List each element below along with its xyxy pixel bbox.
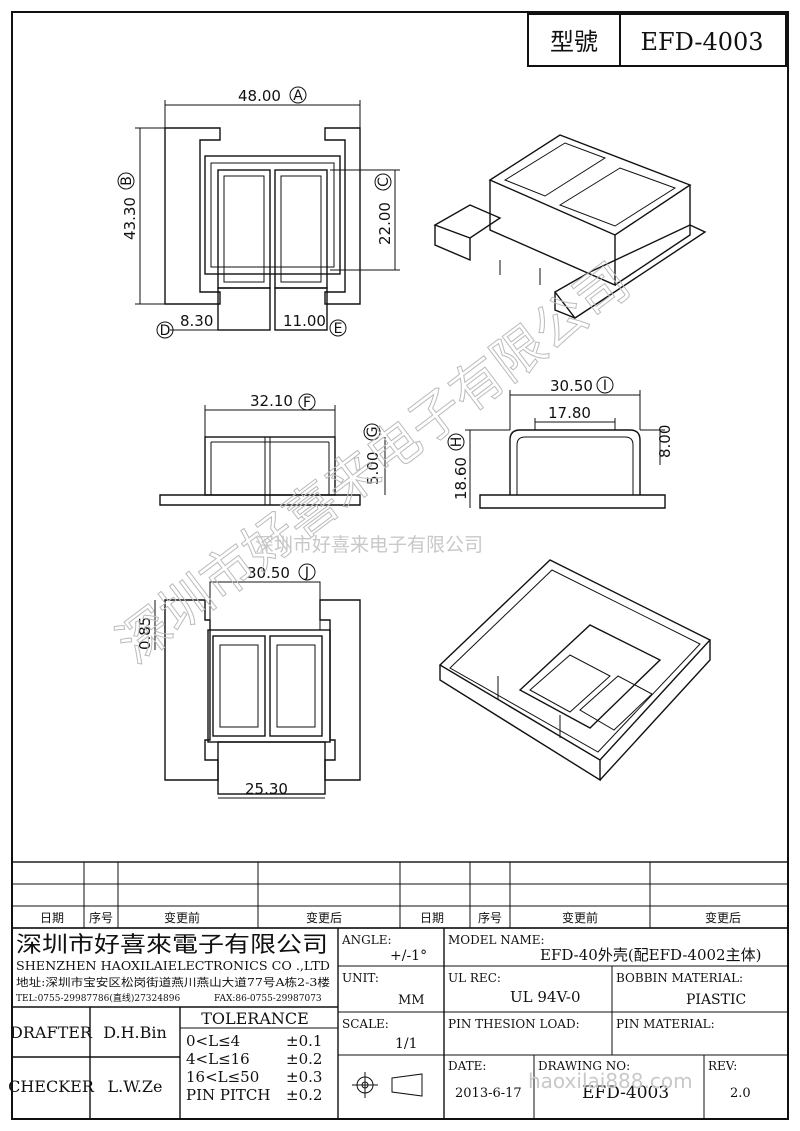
dim-h-letter: H xyxy=(449,437,465,448)
iso-view-top xyxy=(433,134,707,319)
checker-label: CHECKER xyxy=(8,1077,95,1096)
rev-header-after-1: 变更后 xyxy=(306,910,342,925)
model-name-label: MODEL NAME: xyxy=(448,933,545,947)
top-view: 48.00 A 43.30 B 22.00 C D 8.30 11.00 E xyxy=(117,86,400,339)
rev-header-before-1: 变更前 xyxy=(164,910,200,925)
dim-f-letter: F xyxy=(303,395,311,411)
drafter-value: D.H.Bin xyxy=(103,1023,167,1042)
dim-i-letter: I xyxy=(603,378,607,394)
rev-value: 2.0 xyxy=(730,1086,751,1101)
dim-e-value: 11.00 xyxy=(283,312,326,330)
tol-range-2: 4<L≤16 xyxy=(186,1050,250,1068)
model-box: 型號 EFD-4003 xyxy=(527,13,787,67)
rev-header-seq-2: 序号 xyxy=(478,910,502,925)
drawing-no-label: DRAWING NO: xyxy=(538,1059,630,1073)
dim-g-value: 5.00 xyxy=(364,452,382,485)
drawing-no-value: EFD-4003 xyxy=(582,1083,669,1103)
tol-value-3: ±0.3 xyxy=(286,1068,322,1086)
dim-c-letter: C xyxy=(376,177,392,187)
dim-a-value: 48.00 xyxy=(238,87,281,105)
watermark-small: 深圳市好喜来电子有限公司 xyxy=(255,534,483,556)
date-value: 2013-6-17 xyxy=(455,1086,522,1101)
angle-label: ANGLE: xyxy=(341,933,392,947)
tolerance-label: TOLERANCE xyxy=(201,1009,309,1028)
dim-c-value: 22.00 xyxy=(376,202,394,245)
dim-j-value: 30.50 xyxy=(247,564,290,582)
revision-table: 日期 序号 变更前 变更后 日期 序号 变更前 变更后 xyxy=(11,861,789,929)
tol-value-4: ±0.2 xyxy=(286,1086,322,1104)
date-label: DATE: xyxy=(448,1059,486,1073)
ul-rec-label: UL REC: xyxy=(448,971,501,985)
pin-tension-label: PIN THESION LOAD: xyxy=(448,1017,580,1031)
dim-g-letter: G xyxy=(365,427,381,438)
dim-b-letter: B xyxy=(119,176,135,186)
unit-value: MM xyxy=(398,993,425,1008)
title-block: 深圳市好喜來電子有限公司 SHENZHEN HAOXILAIELECTRONIC… xyxy=(8,927,789,1120)
tol-value-2: ±0.2 xyxy=(286,1050,322,1068)
front-view: 32.10 F 5.00 G xyxy=(159,392,386,506)
dim-2530: 25.30 xyxy=(245,780,288,798)
scale-label: SCALE: xyxy=(342,1017,389,1031)
pin-material-label: PIN MATERIAL: xyxy=(616,1017,715,1031)
dim-b-value: 43.30 xyxy=(121,197,139,240)
tol-range-3: 16<L≤50 xyxy=(186,1068,259,1086)
company-name-en: SHENZHEN HAOXILAIELECTRONICS CO .,LTD xyxy=(16,959,330,973)
rev-header-after-2: 变更后 xyxy=(705,910,741,925)
tol-range-1: 0<L≤4 xyxy=(186,1032,240,1050)
rev-header-seq-1: 序号 xyxy=(89,910,113,925)
dim-d-value: 8.30 xyxy=(180,312,213,330)
company-name-cn: 深圳市好喜來電子有限公司 xyxy=(16,933,328,958)
dim-height8: 8.00 xyxy=(656,425,674,458)
bobbin-label: BOBBIN MATERIAL: xyxy=(616,971,743,985)
drafter-label: DRAFTER xyxy=(10,1023,93,1042)
model-label: 型號 xyxy=(550,28,598,56)
model-name-value: EFD-40外壳(配EFD-4002主体) xyxy=(540,946,761,964)
rev-header-date-2: 日期 xyxy=(420,911,444,925)
company-address: 地址:深圳市宝安区松岗街道燕川燕山大道77号A栋2-3楼 xyxy=(16,975,330,989)
scale-value: 1/1 xyxy=(395,1036,418,1052)
dim-f-value: 32.10 xyxy=(250,392,293,410)
unit-label: UNIT: xyxy=(342,971,379,985)
company-fax: FAX:86-0755-29987073 xyxy=(214,994,322,1004)
dim-085: 0.85 xyxy=(136,617,154,650)
dim-j-letter: J xyxy=(304,565,309,581)
rev-label: REV: xyxy=(708,1059,737,1073)
dim-d-letter: D xyxy=(160,323,171,339)
company-tel: TEL:0755-29987786(直线)27324896 xyxy=(16,992,180,1004)
dim-inner: 17.80 xyxy=(548,404,591,422)
dim-a-letter: A xyxy=(293,88,303,104)
bottom-view: 30.50 J 0.85 25.30 xyxy=(136,563,361,799)
watermark-url: haoxilai888.com xyxy=(528,1069,693,1093)
checker-value: L.W.Ze xyxy=(107,1077,162,1096)
rev-header-before-2: 变更前 xyxy=(562,910,598,925)
model-value: EFD-4003 xyxy=(640,28,763,56)
rev-header-date-1: 日期 xyxy=(40,911,64,925)
dim-i-value: 30.50 xyxy=(550,377,593,395)
side-view: 17.80 30.50 I 18.60 H 8.00 xyxy=(447,376,674,509)
tol-range-4: PIN PITCH xyxy=(186,1086,271,1104)
dim-e-letter: E xyxy=(334,321,343,337)
ul-rec-value: UL 94V-0 xyxy=(510,988,581,1006)
bobbin-value: PIASTIC xyxy=(686,992,746,1008)
iso-view-bottom xyxy=(438,559,712,782)
angle-value: +/-1° xyxy=(390,948,427,964)
dim-h-value: 18.60 xyxy=(452,457,470,500)
projection-symbol-icon xyxy=(352,1072,423,1098)
tol-value-1: ±0.1 xyxy=(286,1032,322,1050)
